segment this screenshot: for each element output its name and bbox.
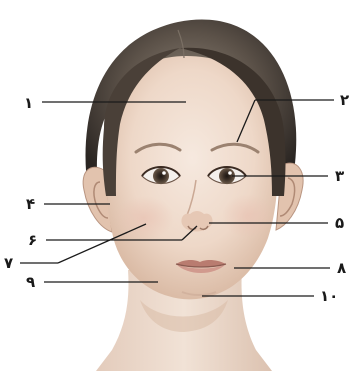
left-cheek [114, 196, 174, 240]
label-1: ١ [24, 95, 33, 111]
right-cheek [222, 194, 274, 238]
label-5: ۵ [335, 215, 344, 231]
label-6: ۶ [28, 232, 37, 248]
label-9: ٩ [26, 274, 35, 290]
label-4: ۴ [26, 196, 35, 212]
label-8: ٨ [337, 260, 346, 276]
label-7: ٧ [4, 255, 13, 271]
label-3: ٣ [335, 168, 344, 184]
label-10: ١٠ [320, 288, 338, 304]
left-pupil-highlight [162, 171, 166, 175]
right-pupil-highlight [228, 171, 232, 175]
left-iris [153, 168, 169, 184]
label-2: ٢ [340, 92, 349, 108]
